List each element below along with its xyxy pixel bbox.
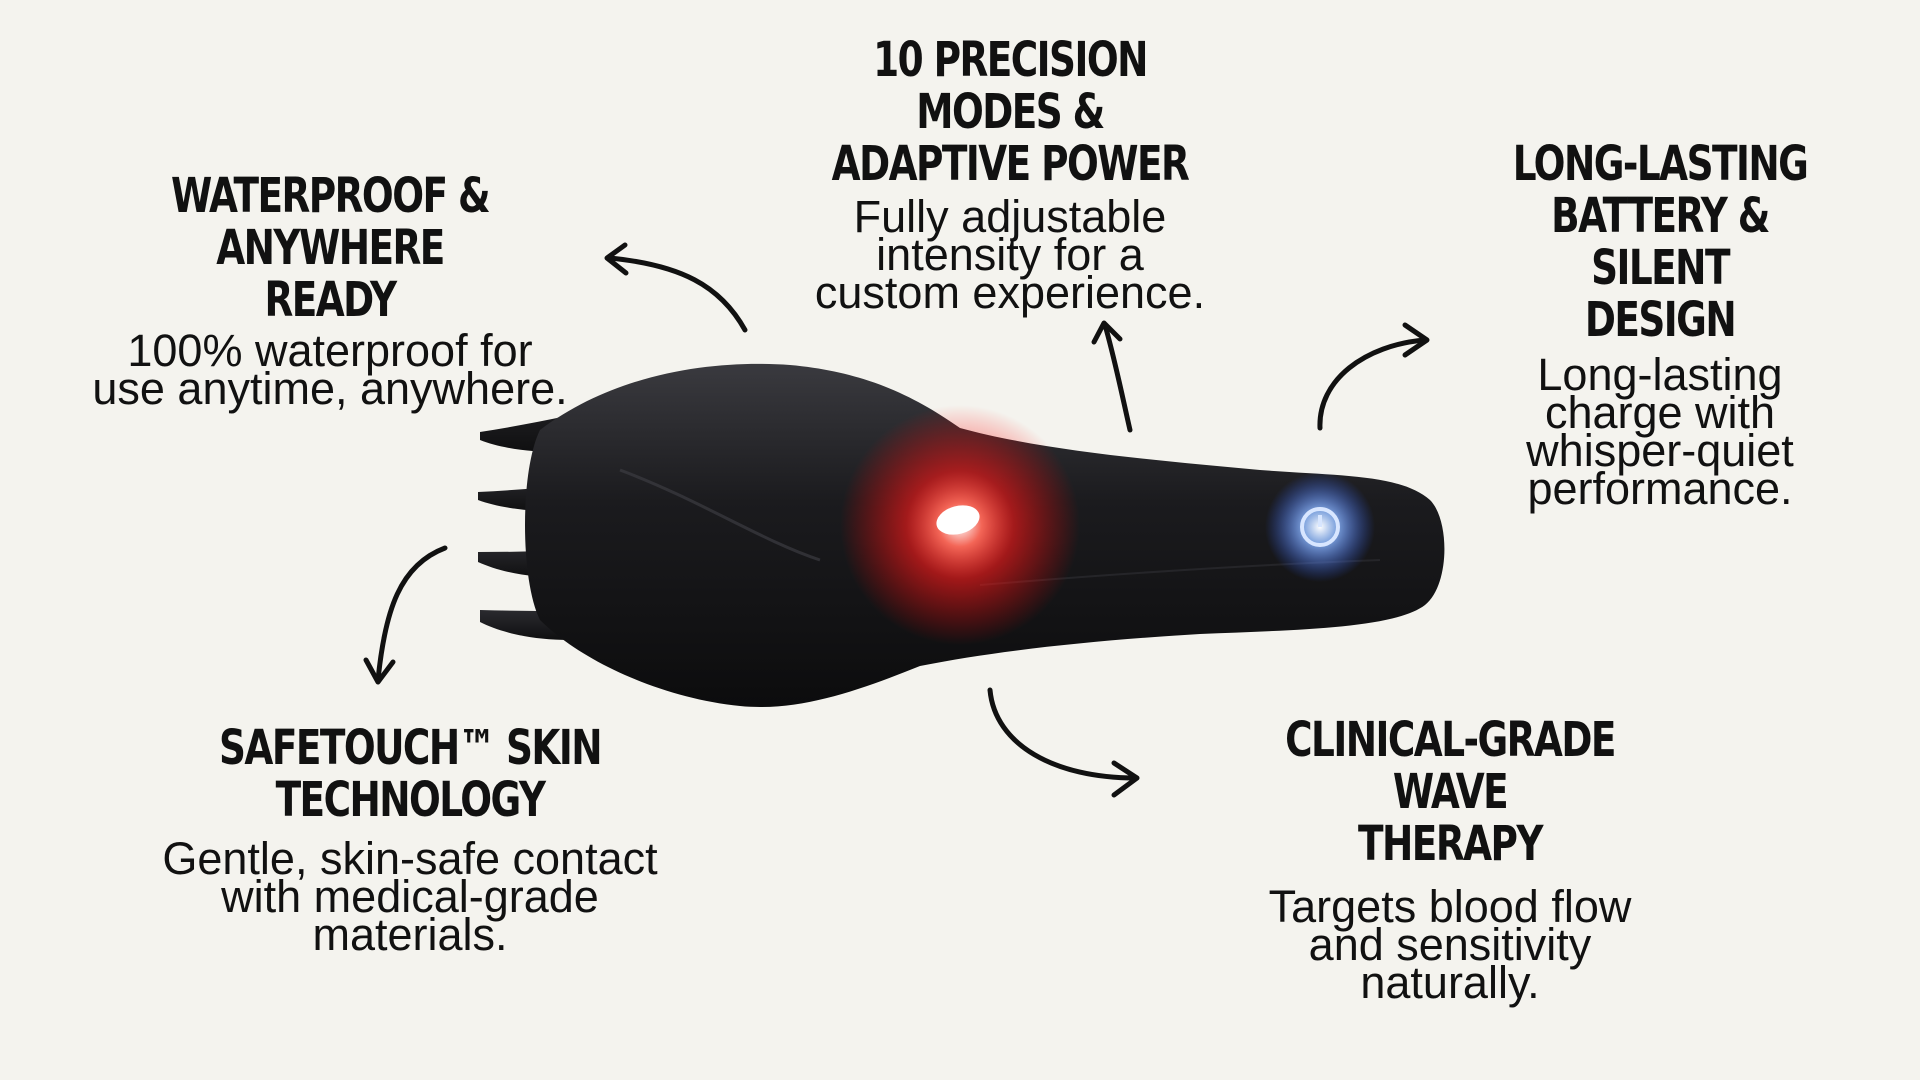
feature-battery: LONG-LASTING BATTERY & SILENT DESIGN Lon… bbox=[1430, 136, 1890, 514]
feature-description: Fully adjustable intensity for a custom … bbox=[814, 191, 1206, 318]
feature-precision: 10 PRECISION MODES & ADAPTIVE POWER Full… bbox=[740, 32, 1280, 318]
arrow-battery bbox=[1317, 337, 1428, 431]
feature-title: LONG-LASTING BATTERY & SILENT DESIGN bbox=[1512, 136, 1809, 348]
arrow-safetouch bbox=[375, 545, 448, 683]
feature-title: SAFETOUCH™ SKIN TECHNOLOGY bbox=[218, 720, 603, 828]
red-glow-light bbox=[840, 405, 1080, 645]
feature-title: CLINICAL-GRADE WAVE THERAPY bbox=[1285, 712, 1616, 872]
feature-title: WATERPROOF & ANYWHERE READY bbox=[170, 168, 491, 328]
feature-description: Gentle, skin-safe contact with medical-g… bbox=[162, 833, 658, 960]
power-button-icon bbox=[1300, 507, 1340, 547]
device-body bbox=[525, 363, 1445, 707]
feature-description: Targets blood flow and sensitivity natur… bbox=[1268, 881, 1632, 1008]
arrow-waterproof bbox=[607, 255, 748, 333]
feature-wave: CLINICAL-GRADE WAVE THERAPY Targets bloo… bbox=[1170, 712, 1730, 1008]
feature-description: 100% waterproof for use anytime, anywher… bbox=[92, 325, 568, 414]
feature-waterproof: WATERPROOF & ANYWHERE READY 100% waterpr… bbox=[40, 168, 620, 414]
feature-description: Long-lasting charge with whisper-quiet p… bbox=[1526, 349, 1794, 514]
arrow-wave bbox=[987, 687, 1138, 781]
feature-title: 10 PRECISION MODES & ADAPTIVE POWER bbox=[831, 32, 1190, 192]
feature-safetouch: SAFETOUCH™ SKIN TECHNOLOGY Gentle, skin-… bbox=[100, 720, 720, 960]
arrow-precision bbox=[1102, 322, 1133, 433]
